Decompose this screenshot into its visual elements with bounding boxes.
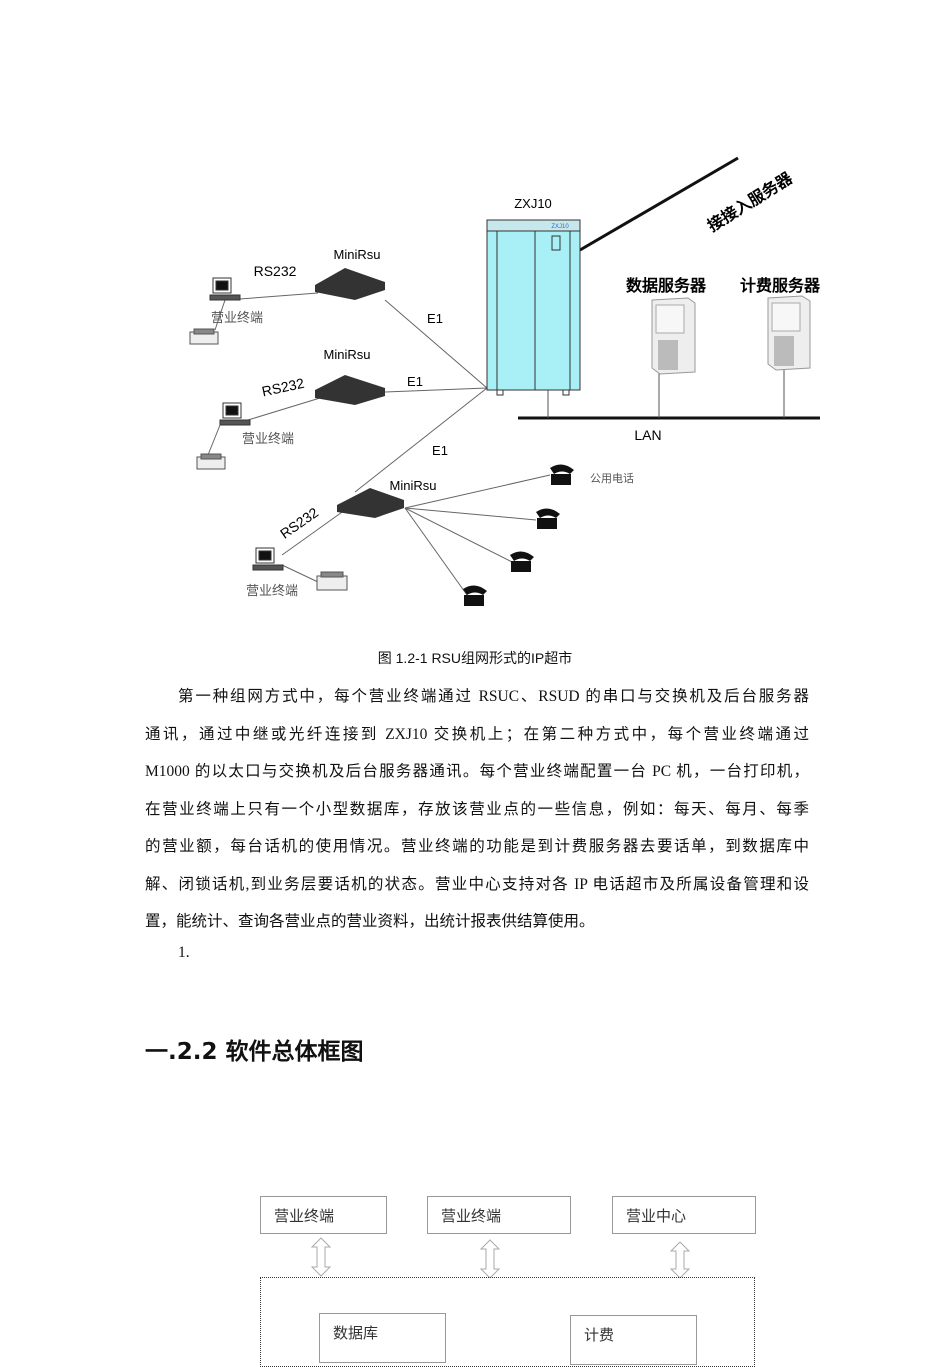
rs232-label-1: RS232	[254, 263, 297, 279]
minirsu-devices	[315, 268, 404, 518]
double-arrow-icon	[479, 1239, 501, 1278]
minirsu-label-2: MiniRsu	[324, 347, 371, 362]
billing-server-label: 计费服务器	[740, 276, 821, 295]
box-database: 数据库	[319, 1313, 446, 1363]
box-label: 营业终端	[441, 1207, 502, 1225]
data-server-icon	[651, 297, 696, 375]
payphone-label: 公用电话	[590, 472, 634, 485]
network-diagram: ZXJ10 ZXJ10 接接入服务器 数据服务器 计费服务器 LAN MiniR…	[189, 156, 821, 606]
e1-label-1: E1	[427, 311, 443, 326]
box-label: 营业终端	[274, 1207, 335, 1225]
lan-bus	[518, 368, 820, 420]
figure-caption: 图 1.2-1 RSU组网形式的IP超市	[377, 650, 573, 666]
paragraph-line: 在营业终端上只有一个小型数据库，存放该营业点的一些信息，例如：每天、每月、每季	[145, 800, 809, 818]
box-label: 营业中心	[626, 1207, 687, 1225]
double-arrows	[310, 1237, 691, 1278]
section-heading: 一.2.2 软件总体框图	[145, 1039, 364, 1065]
paragraph-line: 第一种组网方式中，每个营业终端通过 RSUC、RSUD 的串口与交换机及后台服务…	[178, 688, 809, 705]
printer-icons	[189, 328, 348, 591]
paragraph-line: 通讯，通过中继或光纤连接到 ZXJ10 交换机上；在第二种方式中，每个营业终端通…	[145, 725, 809, 743]
box-center: 营业中心	[612, 1196, 756, 1234]
data-server-label: 数据服务器	[626, 276, 707, 295]
rs232-label-2: RS232	[260, 375, 305, 400]
access-server-link	[579, 156, 739, 252]
e1-label-2: E1	[407, 374, 423, 389]
zxj10-cabinet: ZXJ10	[486, 219, 581, 396]
e1-label-3: E1	[432, 443, 448, 458]
rs232-label-3: RS232	[277, 504, 321, 542]
computer-icons	[209, 277, 284, 571]
paragraph-line: 的营业额，每台话机的使用情况。营业终端的功能是到计费服务器去要话单，到数据库中	[145, 838, 809, 855]
double-arrow-icon	[669, 1241, 691, 1278]
access-server-label: 接接入服务器	[704, 168, 796, 236]
paragraph-line: 解、闭锁话机,到业务层要话机的状态。营业中心支持对各 IP 电话超市及所属设备管…	[145, 875, 809, 893]
box-label: 数据库	[333, 1324, 379, 1342]
paragraph-line: M1000 的以太口与交换机及后台服务器通讯。每个营业终端配置一台 PC 机，一…	[145, 763, 809, 780]
connection-lines	[207, 292, 551, 596]
box-billing: 计费	[570, 1315, 697, 1365]
paragraph-line: 置，能统计、查询各营业点的营业资料，出统计报表供结算使用。	[145, 913, 595, 930]
svg-text:ZXJ10: ZXJ10	[551, 224, 569, 230]
list-marker: 1.	[178, 944, 190, 961]
billing-server-icon	[767, 295, 811, 371]
double-arrow-icon	[310, 1237, 332, 1277]
lan-label: LAN	[634, 427, 661, 443]
minirsu-label-3: MiniRsu	[390, 478, 437, 493]
terminal-label-2: 营业终端	[242, 431, 294, 446]
box-terminal-1: 营业终端	[260, 1196, 387, 1234]
box-label: 计费	[584, 1326, 615, 1344]
terminal-label-3: 营业终端	[246, 583, 298, 598]
terminal-label-1: 营业终端	[211, 310, 263, 325]
box-terminal-2: 营业终端	[427, 1196, 571, 1234]
switch-label: ZXJ10	[514, 196, 552, 211]
minirsu-label-1: MiniRsu	[334, 247, 381, 262]
telephone-icons	[463, 464, 574, 606]
